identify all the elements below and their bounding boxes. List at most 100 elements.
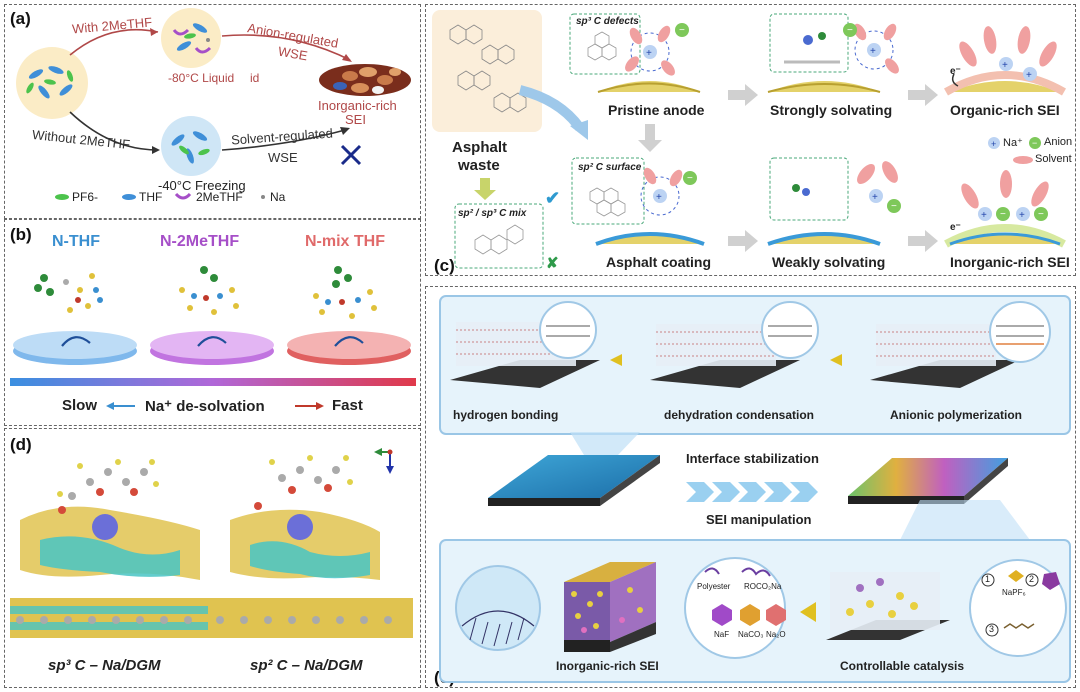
anion-arrow — [221, 34, 351, 61]
anion-legend-label: Anion — [1044, 136, 1073, 148]
svg-text:−: − — [1000, 209, 1006, 220]
zoom-circle-1 — [539, 301, 597, 359]
sp2-surface-label: sp² C surface — [578, 162, 642, 173]
inorganic-label: Inorganic-rich — [318, 98, 397, 113]
anionic-label: Anionic polymerization — [890, 408, 1023, 422]
arrow-right-4 — [908, 230, 938, 252]
panel-a — [4, 4, 421, 219]
solvent-molecules-left — [26, 66, 74, 99]
svg-text:+: + — [1002, 60, 1008, 71]
sei-label: SEI — [345, 112, 366, 127]
methf-cluster — [179, 266, 239, 315]
chevron-arrows — [686, 482, 818, 502]
dehyd-label: dehydration condensation — [664, 408, 815, 422]
sei-zoom-circle — [455, 565, 541, 651]
thf-cluster — [34, 273, 103, 313]
svg-text:−: − — [847, 25, 853, 36]
na2o-label: Na₂O — [766, 630, 786, 639]
inorganic-sei-e-label: Inorganic-rich SEI — [556, 659, 659, 673]
water-slab — [488, 455, 660, 498]
products-circle — [684, 557, 786, 659]
svg-text:−: − — [891, 201, 897, 212]
desolvation-gradient-bar — [10, 378, 416, 386]
svg-text:+: + — [646, 48, 652, 59]
down-arrow — [474, 190, 496, 200]
solvent-wse-label: WSE — [268, 150, 298, 165]
naf-label: NaF — [714, 630, 730, 639]
asphalt-waste-label-2: waste — [458, 157, 500, 174]
asphalt-waste-label-1: Asphalt — [452, 139, 508, 156]
inorganic-sei-mosaic — [319, 64, 411, 96]
solvent-molecules-bottom — [171, 131, 210, 164]
pf6-legend-icon — [55, 194, 69, 200]
slab-2 — [650, 324, 800, 388]
naco3-hex — [740, 604, 760, 626]
svg-text:+: + — [870, 46, 876, 57]
legend-pf6: PF6- — [72, 190, 99, 204]
roco2na-label: ROCO₂Na — [744, 582, 782, 591]
legend-2methf: 2MeTHF — [196, 190, 243, 204]
strong-label: Strongly solvating — [770, 102, 893, 118]
sp3-box — [569, 13, 641, 75]
polyester-label: Polyester — [697, 582, 731, 591]
desolvation-label: Na⁺ de-solvation — [145, 398, 265, 415]
anion-legend-icon — [1029, 137, 1041, 149]
svg-text:+: + — [1026, 70, 1032, 81]
slab-3 — [870, 324, 1020, 388]
electron-label-1: e⁻ — [950, 66, 961, 77]
arrow-right-3 — [728, 230, 758, 252]
to-pristine-arrow — [518, 85, 585, 132]
panel-d — [4, 428, 421, 688]
sei-slab — [848, 458, 1008, 496]
sp3-defects-label: sp³ C defects — [576, 16, 639, 27]
na2o-hex — [766, 604, 786, 626]
asphalt-block — [432, 10, 542, 132]
interface-label: Interface stabilization — [686, 451, 819, 466]
arrow-right-1 — [728, 84, 758, 106]
arrow-right-2 — [908, 84, 938, 106]
sp2-caption: sp² C – Na/DGM — [250, 657, 363, 674]
organic-sei-label: Organic-rich SEI — [950, 102, 1060, 118]
cross-icon: ✘ — [546, 255, 559, 272]
na-legend-icon — [988, 137, 1000, 149]
solvent-arrow — [221, 129, 346, 151]
solvent-legend-label: Solvent — [1035, 153, 1072, 165]
liquid-label: -80°C Liquid — [168, 71, 235, 85]
organic-anode — [950, 81, 1060, 92]
svg-text:+: + — [981, 210, 987, 221]
na-shell-pristine: + − — [625, 23, 689, 76]
sp2-structure — [208, 455, 413, 638]
fast-label: Fast — [332, 397, 363, 414]
catalysis-label: Controllable catalysis — [840, 659, 965, 673]
svg-text:+: + — [1019, 210, 1025, 221]
naf-hex — [712, 604, 732, 626]
pristine-anode — [598, 81, 700, 92]
zoom-circle-2 — [761, 301, 819, 359]
panel-b-label: (b) — [10, 225, 32, 244]
svg-text:−: − — [1032, 138, 1037, 148]
n-thf-title: N-THF — [52, 233, 100, 250]
solvent-molecules-top — [172, 23, 212, 54]
sp2-box — [571, 157, 645, 225]
svg-text:−: − — [679, 25, 685, 36]
catalysis-structure — [826, 572, 950, 640]
naco3-label: NaCO₃ — [738, 630, 764, 639]
weak-box — [769, 157, 849, 221]
panel-b — [4, 219, 421, 426]
freezing-label: -40°C Freezing — [158, 178, 246, 193]
mix-label: sp² / sp³ C mix — [458, 208, 527, 219]
reagent-1-number: 1 — [985, 574, 991, 584]
svg-text:−: − — [1038, 209, 1044, 220]
svg-text:+: + — [991, 139, 996, 149]
with-arrow — [69, 28, 159, 56]
inorganic-sei-label: Inorganic-rich SEI — [950, 254, 1070, 270]
without-arrow — [69, 111, 159, 151]
n-mix-thf-title: N-mix THF — [305, 233, 385, 250]
legend-na: Na — [270, 190, 286, 204]
mix-cluster — [313, 266, 377, 319]
strong-anode — [768, 81, 880, 92]
